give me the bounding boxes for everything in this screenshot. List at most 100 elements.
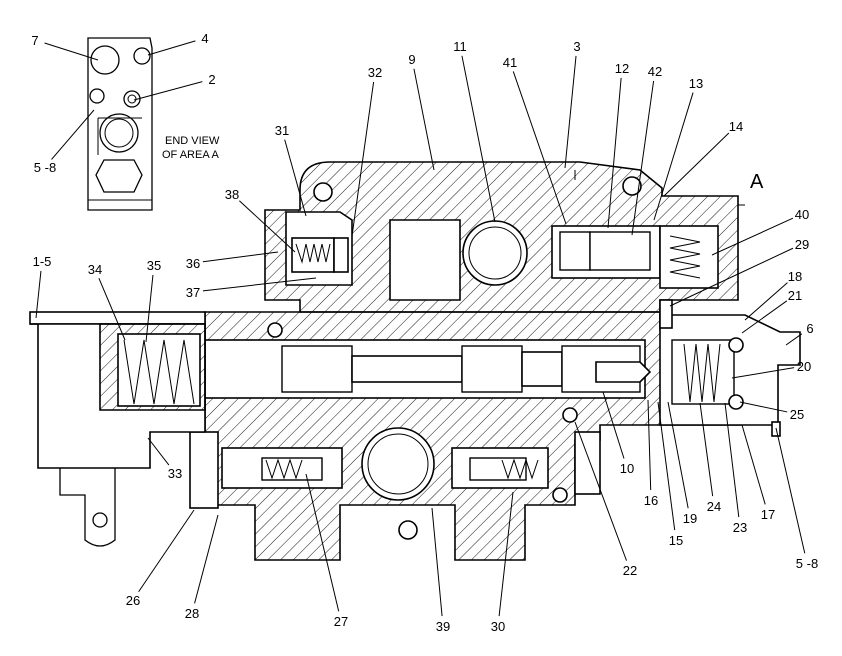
leader-line xyxy=(461,55,496,223)
callout-c36: 36 xyxy=(186,251,279,271)
callout-c40: 40 xyxy=(711,207,809,256)
callout-c9: 9 xyxy=(408,52,435,171)
callout-label: 5 -8 xyxy=(34,160,56,175)
leader-line xyxy=(574,421,627,561)
leader-line xyxy=(631,80,655,236)
callout-label: 28 xyxy=(185,606,199,621)
leader-line xyxy=(498,491,514,617)
callout-label: 30 xyxy=(491,619,505,634)
callout-label: 5 -8 xyxy=(796,556,818,571)
caption-line-1: END VIEW xyxy=(165,135,220,147)
leader-line xyxy=(413,68,435,171)
port-39 xyxy=(361,427,435,501)
caption-line-2: OF AREA A xyxy=(162,149,220,161)
callout-c3: 3 xyxy=(564,39,581,169)
callout-c1-5: 1-5 xyxy=(33,254,51,319)
spring-38 xyxy=(295,243,331,264)
callout-label: 42 xyxy=(648,64,662,79)
callout-c34: 34 xyxy=(88,262,126,341)
end-view-inset xyxy=(87,37,153,211)
callout-label: 7 xyxy=(31,33,38,48)
leader-line xyxy=(741,300,788,334)
leader-line xyxy=(98,278,126,341)
callout-c27: 27 xyxy=(305,473,348,629)
callout-label: 16 xyxy=(644,493,658,508)
callout-c42: 42 xyxy=(631,64,662,236)
callout-c5-8b: 5 -8 xyxy=(775,427,818,571)
leader-line xyxy=(663,132,730,197)
callout-c38: 38 xyxy=(225,187,296,253)
callout-label: 27 xyxy=(334,614,348,629)
callout-label: 13 xyxy=(689,76,703,91)
leader-line xyxy=(739,401,788,413)
callout-label: 38 xyxy=(225,187,239,202)
callout-c4: 4 xyxy=(147,31,209,56)
callout-c35: 35 xyxy=(145,258,161,343)
leader-line xyxy=(147,40,196,56)
end-view-caption: END VIEW OF AREA A xyxy=(162,135,220,161)
leader-line xyxy=(512,71,567,225)
callout-label: 23 xyxy=(733,520,747,535)
left-end-housing xyxy=(29,311,206,547)
callout-label: 34 xyxy=(88,262,102,277)
callout-c19: 19 xyxy=(667,401,697,526)
leader-line xyxy=(785,333,803,346)
spring-35 xyxy=(123,339,195,405)
leader-line xyxy=(653,92,694,221)
leader-line xyxy=(647,399,652,491)
leader-line xyxy=(202,251,279,263)
leader-line xyxy=(147,437,170,466)
leader-line xyxy=(305,473,340,612)
leader-line xyxy=(35,270,42,319)
leader-line xyxy=(194,514,219,604)
spring-27 xyxy=(265,458,303,480)
callout-label: 20 xyxy=(797,359,811,374)
leader-line xyxy=(711,217,794,256)
callout-label: 19 xyxy=(683,511,697,526)
leader-line xyxy=(775,427,806,554)
callout-c41: 41 xyxy=(503,55,567,225)
callout-c7: 7 xyxy=(31,33,99,61)
callout-label: 29 xyxy=(795,237,809,252)
callout-c29: 29 xyxy=(669,237,809,307)
callout-c11: 11 xyxy=(453,39,496,223)
callout-c18: 18 xyxy=(744,269,802,321)
callout-label: 31 xyxy=(275,123,289,138)
callout-label: 12 xyxy=(615,61,629,76)
spring-20 xyxy=(683,343,721,403)
callout-label: 32 xyxy=(368,65,382,80)
callout-c32: 32 xyxy=(351,65,382,237)
callout-label: 15 xyxy=(669,533,683,548)
callout-label: 17 xyxy=(761,507,775,522)
leader-line xyxy=(607,77,622,229)
callout-label: 14 xyxy=(729,119,743,134)
callout-c39: 39 xyxy=(431,507,450,634)
callout-label: 10 xyxy=(620,461,634,476)
callout-c26: 26 xyxy=(126,509,195,608)
leader-line xyxy=(138,509,195,593)
leader-line xyxy=(731,367,795,379)
upper-valve-body xyxy=(264,161,745,313)
area-marker: A xyxy=(750,171,764,193)
callout-c12: 12 xyxy=(607,61,629,229)
callout-label: 25 xyxy=(790,407,804,422)
callout-label: 35 xyxy=(147,258,161,273)
callout-c2: 2 xyxy=(133,72,216,101)
callout-label: 41 xyxy=(503,55,517,70)
callout-c14: 14 xyxy=(663,119,743,197)
callout-c20: 20 xyxy=(731,359,811,379)
callout-c15: 15 xyxy=(657,401,683,548)
leader-line xyxy=(669,247,794,307)
callout-label: 4 xyxy=(201,31,208,46)
leader-line xyxy=(351,81,375,237)
callout-label: 3 xyxy=(573,39,580,54)
callout-label: 36 xyxy=(186,256,200,271)
callout-c13: 13 xyxy=(653,76,703,221)
callout-c5-8a: 5 -8 xyxy=(34,109,95,175)
leader-line xyxy=(202,277,317,292)
callout-c23: 23 xyxy=(724,402,747,535)
callout-label: 9 xyxy=(408,52,415,67)
callout-c33: 33 xyxy=(147,437,182,481)
